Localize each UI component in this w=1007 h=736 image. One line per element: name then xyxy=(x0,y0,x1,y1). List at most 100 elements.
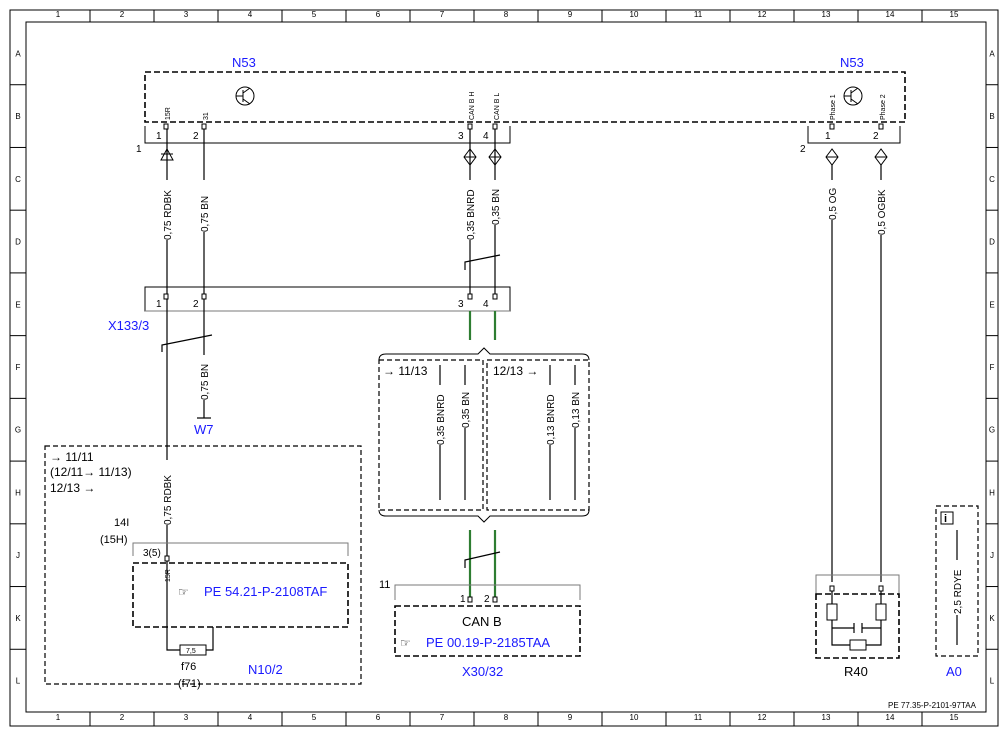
document-id: PE 77.35-P-2101-97TAA xyxy=(888,701,977,710)
x30-connector: 11 1 2 CAN B ☞ PE 00.19-P-2185TAA X30/32 xyxy=(379,579,581,679)
grid-row-label: D xyxy=(989,238,995,247)
grid-column-label: 14 xyxy=(886,10,895,19)
grid-row-label: K xyxy=(989,614,995,623)
variant-1-label: → 11/13 xyxy=(383,364,428,378)
wire-label-canbn: 0,35 BN xyxy=(491,189,502,225)
pin-name-can-b-h: CAN B H xyxy=(469,92,476,120)
wire-label-v1-bnrd: 0,35 BNRD xyxy=(436,394,447,445)
pin-number: 2 xyxy=(193,131,199,142)
grid-column-label: 14 xyxy=(886,713,895,722)
wire-label-a0: 2,5 RDYE xyxy=(953,569,964,614)
grid-row-label: C xyxy=(15,175,21,184)
transistor-icon xyxy=(843,86,863,106)
grid-column-label: 11 xyxy=(694,10,703,19)
pin-name-31: 31 xyxy=(203,112,210,120)
grid-column-label: 6 xyxy=(376,10,381,19)
variant-brace-box: → 11/13 12/13 → 0,35 BNRD 0,35 BN 0,13 B… xyxy=(378,347,590,523)
hand-pointer-icon: ☞ xyxy=(178,585,189,599)
grid-column-label: 2 xyxy=(120,713,125,722)
grid-row-label: F xyxy=(16,363,21,372)
n10-label: N10/2 xyxy=(248,662,283,677)
pin-number: 1 xyxy=(460,594,466,605)
wire-label-bnrd: 0,35 BNRD xyxy=(466,189,477,240)
pin-number: 4 xyxy=(483,299,489,310)
pin-number: 2 xyxy=(873,131,879,142)
wires-upper xyxy=(166,129,882,582)
grid-row-label: E xyxy=(989,300,994,309)
grid-column-label: 5 xyxy=(312,713,317,722)
hand-pointer-icon: ☞ xyxy=(400,636,411,650)
wires-can-lower xyxy=(464,530,501,597)
grid-column-label: 7 xyxy=(440,713,445,722)
n10-variant-line-2: (12/11→ 11/13) xyxy=(50,465,132,479)
n53-control-unit: N53 N53 1 2 15R 31 CAN B H CAN B L Phase… xyxy=(136,55,906,155)
fuse-alt-label: (f71) xyxy=(178,678,201,690)
grid-column-label: 8 xyxy=(504,713,509,722)
info-icon: i xyxy=(944,513,947,525)
wire-label-v2-bn: 0,13 BN xyxy=(571,392,582,428)
n53-label-right: N53 xyxy=(840,55,864,70)
grid-column-label: 6 xyxy=(376,713,381,722)
n10-variant-line-1: → 11/11 xyxy=(50,450,94,464)
grid-column-label: 13 xyxy=(822,10,831,19)
grid-column-label: 3 xyxy=(184,713,189,722)
grid-column-label: 15 xyxy=(950,10,959,19)
pin-number: 3 xyxy=(458,131,464,142)
transistor-icon xyxy=(235,86,255,106)
grid-row-label: H xyxy=(15,488,21,497)
grid-row-label: G xyxy=(989,426,995,435)
grid-row-label: D xyxy=(15,238,21,247)
n53-connector-1-label: 1 xyxy=(136,144,142,155)
wire-label-rdbk-2: 0,75 RDBK xyxy=(163,475,174,525)
grid-row-label: H xyxy=(989,488,995,497)
grid-row-label: J xyxy=(16,551,20,560)
n10-ref-14i: 14I xyxy=(114,517,129,529)
wire-label-rdbk: 0,75 RDBK xyxy=(163,190,174,240)
grid-column-label: 12 xyxy=(758,10,767,19)
x30-connector-label: 11 xyxy=(379,579,390,591)
grid-column-label: 10 xyxy=(630,10,639,19)
grid-column-label: 4 xyxy=(248,713,253,722)
pin-number: 3 xyxy=(458,299,464,310)
n10-module: → 11/11 (12/11→ 11/13) 12/13 → 14I (15H)… xyxy=(44,445,362,690)
wire-label-ogbk: 0,5 OGBK xyxy=(877,189,888,235)
wire-label-bn: 0,75 BN xyxy=(200,196,211,232)
grid-column-label: 5 xyxy=(312,10,317,19)
pin-name-can-b-l: CAN B L xyxy=(494,93,501,120)
w7-label: W7 xyxy=(194,422,214,437)
n10-pin-number: 3(5) xyxy=(143,548,161,559)
grid-column-label: 12 xyxy=(758,713,767,722)
drawing-frame xyxy=(9,9,999,727)
grid-column-label: 9 xyxy=(568,10,573,19)
wires-middle xyxy=(161,299,497,556)
fuse-label: f76 xyxy=(181,661,196,673)
n53-label-left: N53 xyxy=(232,55,256,70)
grid-row-label: F xyxy=(990,363,995,372)
n10-pe-reference: PE 54.21-P-2108TAF xyxy=(204,584,327,599)
grid-row-label: A xyxy=(989,49,995,58)
a0-module: i 2,5 RDYE A0 xyxy=(935,505,979,679)
grid-row-label: L xyxy=(16,677,21,686)
pin-number: 2 xyxy=(484,594,490,605)
grid-row-label: C xyxy=(989,175,995,184)
fuse-value: 7,5 xyxy=(186,648,196,655)
pin-number: 1 xyxy=(825,131,831,142)
grid-row-label: J xyxy=(990,551,994,560)
grid-row-label: K xyxy=(15,614,21,623)
pin-number: 1 xyxy=(156,131,162,142)
x30-label: X30/32 xyxy=(462,664,503,679)
plug-symbols xyxy=(160,147,888,166)
x30-title: CAN B xyxy=(462,614,502,629)
grid-row-label: A xyxy=(15,49,21,58)
pin-number: 4 xyxy=(483,131,489,142)
wire-label-og: 0,5 OG xyxy=(828,188,839,220)
grid-column-label: 13 xyxy=(822,713,831,722)
grid-row-label: L xyxy=(990,677,995,686)
grid-column-label: 9 xyxy=(568,713,573,722)
grid-column-label: 1 xyxy=(56,10,61,19)
r40-label: R40 xyxy=(844,664,868,679)
pin-name-phase-1: Phase 1 xyxy=(830,94,837,120)
r40-resistor: R40 xyxy=(815,574,900,679)
grid-column-label: 3 xyxy=(184,10,189,19)
pin-name-15r: 15R xyxy=(165,107,172,120)
